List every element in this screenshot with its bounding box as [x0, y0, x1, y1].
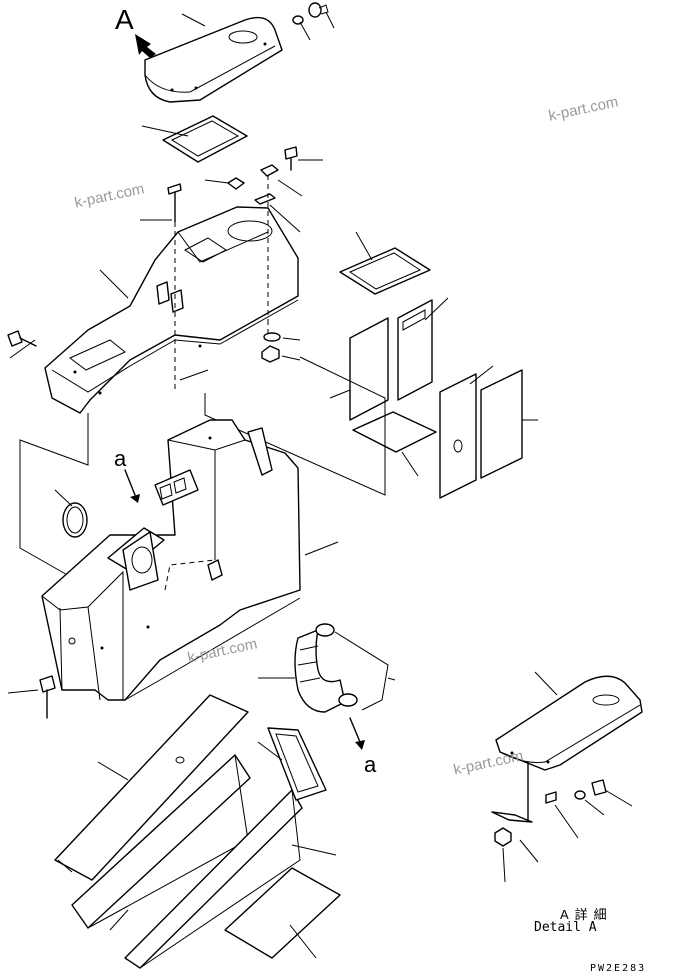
leader-lines	[7, 11, 633, 959]
washer-top	[292, 2, 329, 25]
air-duct-hose	[294, 623, 389, 713]
upper-console	[44, 206, 299, 414]
detail-a-drawing	[491, 675, 643, 847]
side-bolt-left	[7, 330, 37, 347]
section-a-label-upper: a	[114, 446, 127, 471]
oval-seal	[62, 502, 88, 538]
drawing-code: PW2E283	[590, 963, 647, 974]
group-frame-lines	[19, 356, 386, 586]
section-a-label-lower: a	[364, 752, 377, 777]
gasket-frame-upper	[162, 115, 248, 163]
arrow-to-a-upper	[124, 469, 140, 503]
lower-bolt	[39, 675, 56, 719]
floor-plates	[54, 694, 341, 969]
top-cover	[144, 16, 283, 103]
right-panel-set	[339, 247, 523, 499]
view-a-label: A	[115, 4, 134, 35]
view-a-arrow	[135, 34, 156, 58]
detail-title-japanese: A詳細	[560, 907, 613, 922]
gasket-frame-lower	[267, 727, 327, 801]
detail-title-english: Detail A	[534, 920, 597, 935]
bolt-group-upper	[167, 146, 298, 223]
lower-console	[41, 419, 301, 701]
dashed-leaders	[174, 175, 269, 392]
arrow-to-a-lower	[349, 717, 365, 750]
washer-nut-right	[261, 332, 281, 363]
